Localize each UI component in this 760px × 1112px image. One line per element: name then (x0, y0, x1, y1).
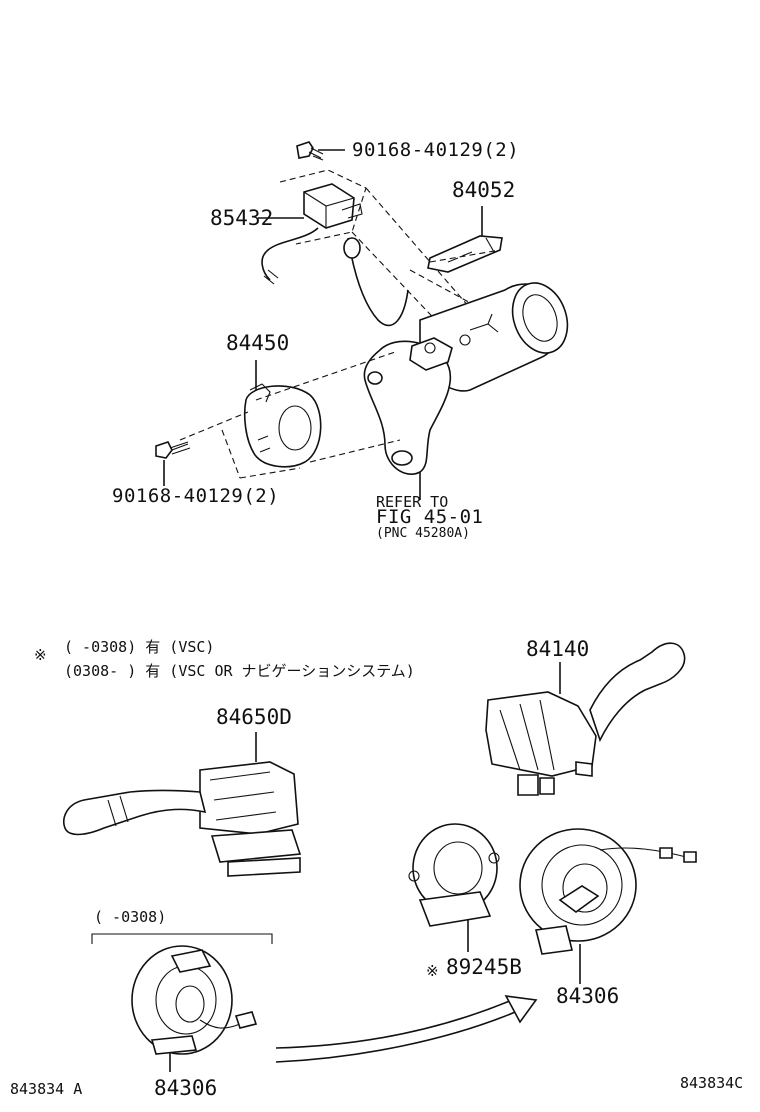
label-range-0308: ( -0308) (94, 908, 167, 926)
note-line2: (0308- ) 有 (VSC OR ナビゲーションシステム) (64, 662, 415, 680)
note-mark: ※ (34, 646, 47, 664)
screw-bottom-part (155, 441, 191, 486)
label-84052: 84052 (452, 178, 516, 202)
switch-84650d-part (62, 732, 302, 877)
label-refer-line1: REFER TO (376, 493, 449, 511)
range-bracket (91, 933, 273, 944)
switch-84140-part (485, 642, 686, 796)
switch-84450-part (243, 360, 322, 468)
figure-id-left: 843834 A (10, 1080, 83, 1098)
label-refer-line2: FIG 45-01 (376, 506, 484, 528)
label-84650d: 84650D (216, 705, 292, 729)
screw-top-part (296, 141, 345, 161)
label-84450: 84450 (226, 331, 290, 355)
sensor-89245b-part (408, 823, 500, 952)
figure-id-right: 843834C (680, 1074, 744, 1092)
spiral-cable-84306-right-part (519, 828, 697, 984)
steering-column-housing-part (363, 282, 569, 500)
label-screw-bottom: 90168-40129(2) (112, 485, 280, 507)
label-85432: 85432 (210, 206, 274, 230)
note-line1: ( -0308) 有 (VSC) (64, 638, 215, 656)
label-84306-right: 84306 (556, 984, 620, 1008)
spiral-cable-84306-bottom-part (131, 945, 258, 1072)
switch-84052-part (427, 206, 503, 273)
label-screw-top: 90168-40129(2) (352, 139, 520, 161)
replacement-arrow (275, 994, 538, 1063)
label-89245b-mark: ※ (426, 962, 439, 980)
label-84140: 84140 (526, 637, 590, 661)
connector-85432-part (258, 183, 409, 327)
label-89245b: 89245B (446, 955, 522, 979)
label-84306-bottom: 84306 (154, 1076, 218, 1100)
label-refer-line3: (PNC 45280A) (376, 526, 470, 541)
